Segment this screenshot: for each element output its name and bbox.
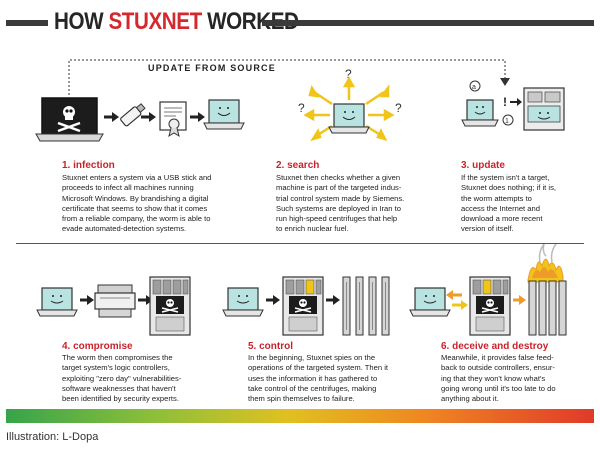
fire-icon <box>527 243 564 283</box>
arrow-1a <box>104 112 119 122</box>
laptop-smiley-icon <box>461 99 499 127</box>
laptop-skull-icon <box>35 97 104 142</box>
laptop-smiley-icon <box>203 99 245 130</box>
printer-icon <box>94 284 136 318</box>
step-3-body: If the system isn't a target, Stuxnet do… <box>461 173 556 234</box>
update-source-label: UPDATE FROM SOURCE <box>148 63 276 73</box>
plc-controller-icon <box>469 276 511 336</box>
laptop-smiley-icon <box>409 287 451 317</box>
section-divider <box>16 243 584 244</box>
svg-text:a: a <box>472 84 476 91</box>
arrow-4a <box>80 295 94 305</box>
usb-stick-icon <box>120 103 146 127</box>
step-5-title: 5. control <box>248 341 294 352</box>
laptop-smiley-icon <box>36 287 78 317</box>
question-mark-icon: ? ? ? <box>298 67 402 115</box>
search-arrows <box>303 76 395 142</box>
title-rule-right <box>262 20 594 26</box>
server-rack-icon <box>523 87 565 131</box>
svg-text:!: ! <box>503 95 507 109</box>
svg-text:?: ? <box>395 101 402 115</box>
laptop-smiley-icon <box>222 287 264 317</box>
step-1-body: Stuxnet enters a system via a USB stick … <box>62 173 212 234</box>
title-rule-left <box>6 20 48 26</box>
arrow-5a <box>266 295 280 305</box>
title-highlight: STUXNET <box>108 8 202 35</box>
plc-controller-icon <box>149 276 191 336</box>
illustration-credit: Illustration: L-Dopa <box>6 431 99 443</box>
step-6-title: 6. deceive and destroy <box>441 341 549 352</box>
svg-text:?: ? <box>345 67 352 81</box>
svg-text:1: 1 <box>505 118 509 125</box>
step-6-body: Meanwhile, it provides false feed- back … <box>441 353 556 404</box>
step-2-title: 2. search <box>276 160 320 171</box>
step-1-title: 1. infection <box>62 160 115 171</box>
step-3-title: 3. update <box>461 160 505 171</box>
alert-icon: ! <box>503 95 522 109</box>
plc-controller-icon <box>282 276 324 336</box>
severity-gradient-bar <box>6 409 594 423</box>
step-4-body: The worm then compromises the target sys… <box>62 353 182 404</box>
feedback-arrows <box>446 290 468 310</box>
centrifuge-icon <box>528 280 567 336</box>
laptop-smiley-icon <box>328 103 370 134</box>
arrow-1b <box>141 112 156 122</box>
arrow-6 <box>513 295 526 305</box>
arrow-1c <box>190 112 205 122</box>
certificate-icon <box>159 101 187 138</box>
centrifuge-icon <box>342 276 390 336</box>
arrow-5b <box>326 295 340 305</box>
step-4-title: 4. compromise <box>62 341 133 352</box>
update-path-line <box>68 59 510 95</box>
step-5-body: In the beginning, Stuxnet spies on the o… <box>248 353 389 404</box>
svg-text:?: ? <box>298 101 305 115</box>
no-signal-icon: a 1 <box>469 80 514 126</box>
step-2-body: Stuxnet then checks whether a given mach… <box>276 173 405 234</box>
